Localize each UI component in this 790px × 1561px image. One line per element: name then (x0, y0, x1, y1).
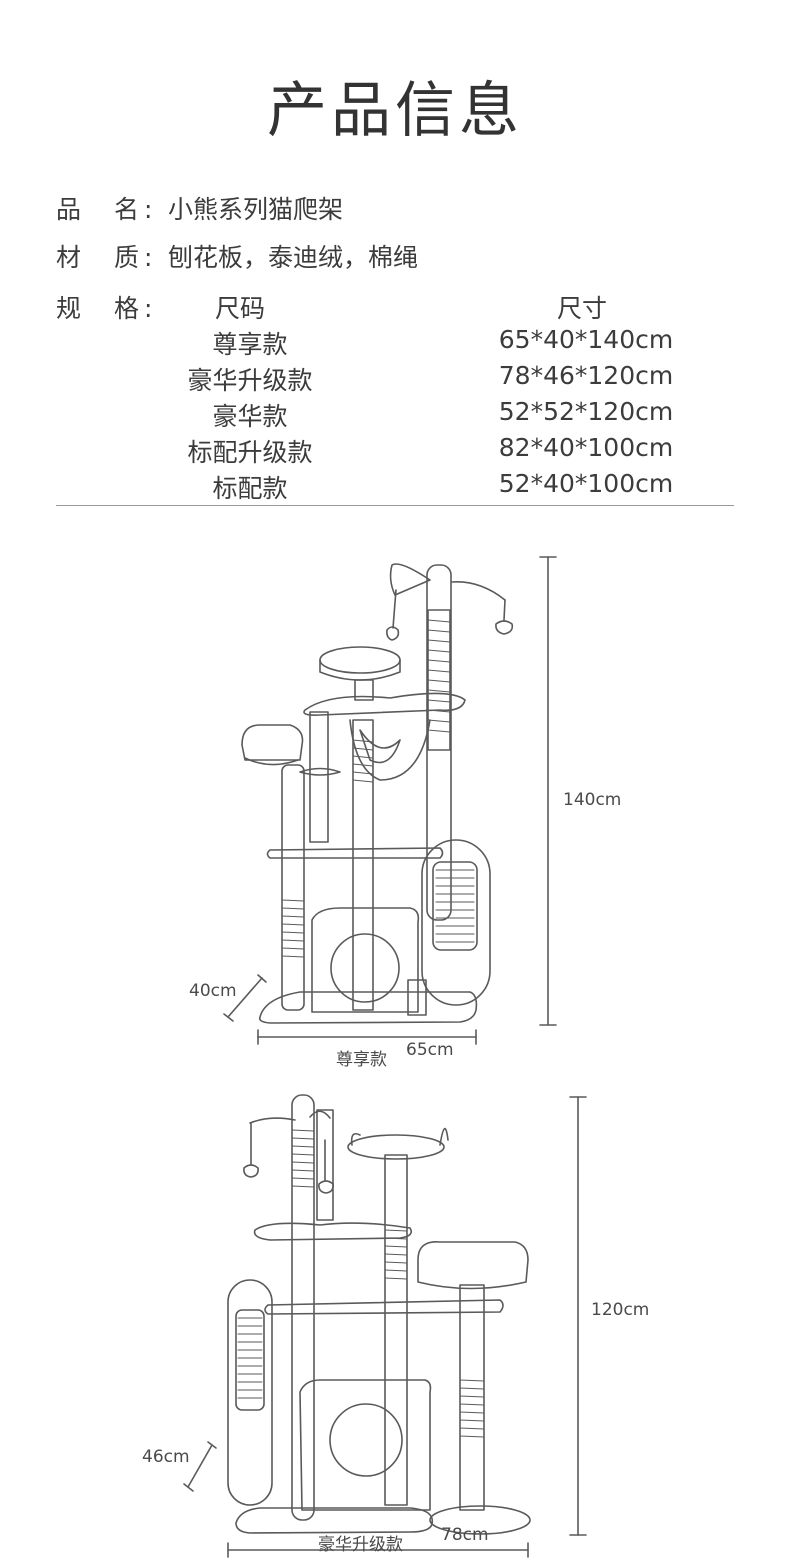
material-colon: : (144, 243, 153, 272)
diagram2-depth-label: 46cm (142, 1447, 190, 1467)
name-colon: : (144, 195, 153, 224)
material-label-a: 材 (56, 243, 82, 272)
dimension-column-header: 尺寸 (557, 294, 608, 323)
cat-tree-drawing-1 (223, 556, 557, 1045)
diagram2-height-label: 120cm (591, 1300, 650, 1320)
spec-size-cell: 尊享款 (212, 330, 288, 359)
diagram1-width-label: 65cm (406, 1040, 454, 1060)
diagram1-depth-label: 40cm (189, 981, 237, 1001)
cat-tree-drawings (183, 556, 587, 1558)
spec-dims-cell: 65*40*140cm (498, 325, 674, 354)
spec-size-cell: 豪华升级款 (187, 366, 313, 395)
material-label-b: 质 (114, 243, 140, 272)
product-name-row: 品 名: 小熊系列猫爬架 (56, 190, 343, 226)
spec-size-cell: 标配款 (212, 474, 288, 503)
material-value: 刨花板，泰迪绒，棉绳 (168, 243, 419, 272)
diagram2-width-label: 78cm (441, 1525, 489, 1545)
spec-dims-cell: 78*46*120cm (498, 361, 674, 390)
spec-label-b: 格 (114, 294, 140, 323)
name-label-a: 品 (56, 195, 82, 224)
diagram1-model-label: 尊享款 (336, 1050, 387, 1070)
diagram1-height-label: 140cm (563, 790, 622, 810)
cat-tree-drawing-2 (183, 1094, 587, 1558)
product-name-value: 小熊系列猫爬架 (168, 195, 344, 224)
spec-size-cell: 标配升级款 (187, 438, 313, 467)
name-label-b: 名 (114, 195, 140, 224)
spec-dims-cell: 52*40*100cm (498, 469, 674, 498)
material-row: 材 质: 刨花板，泰迪绒，棉绳 (56, 238, 418, 274)
spec-size-cell: 豪华款 (212, 402, 288, 431)
spec-label-a: 规 (56, 294, 82, 323)
diagram2-model-label: 豪华升级款 (318, 1535, 403, 1555)
spec-dims-cell: 52*52*120cm (498, 397, 674, 426)
spec-colon: : (144, 294, 153, 323)
page-title: 产品信息 (267, 76, 523, 146)
section-divider (56, 505, 734, 506)
size-column-header: 尺码 (215, 294, 266, 323)
spec-row: 规 格: (56, 289, 168, 325)
spec-dims-cell: 82*40*100cm (498, 433, 674, 462)
